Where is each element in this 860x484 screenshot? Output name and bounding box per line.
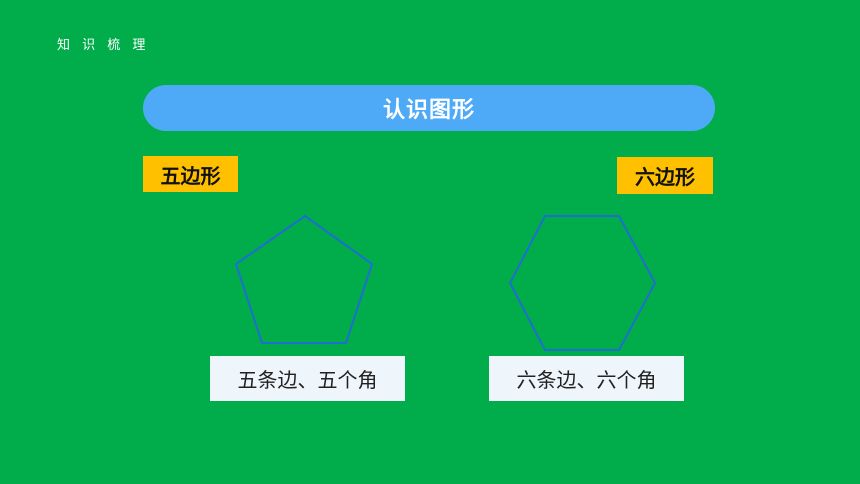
page-title: 认识图形 (382, 98, 475, 123)
pentagon-tag: 五边形 (143, 156, 238, 192)
hexagon-shape (508, 215, 657, 351)
section-label: 知 识 梳 理 (57, 38, 150, 53)
hexagon-description: 六条边、六个角 (489, 356, 684, 401)
title-bar: 认识图形 (143, 85, 715, 131)
pentagon-description: 五条边、五个角 (210, 356, 405, 401)
pentagon-shape (234, 214, 374, 344)
hexagon-tag: 六边形 (617, 157, 713, 194)
